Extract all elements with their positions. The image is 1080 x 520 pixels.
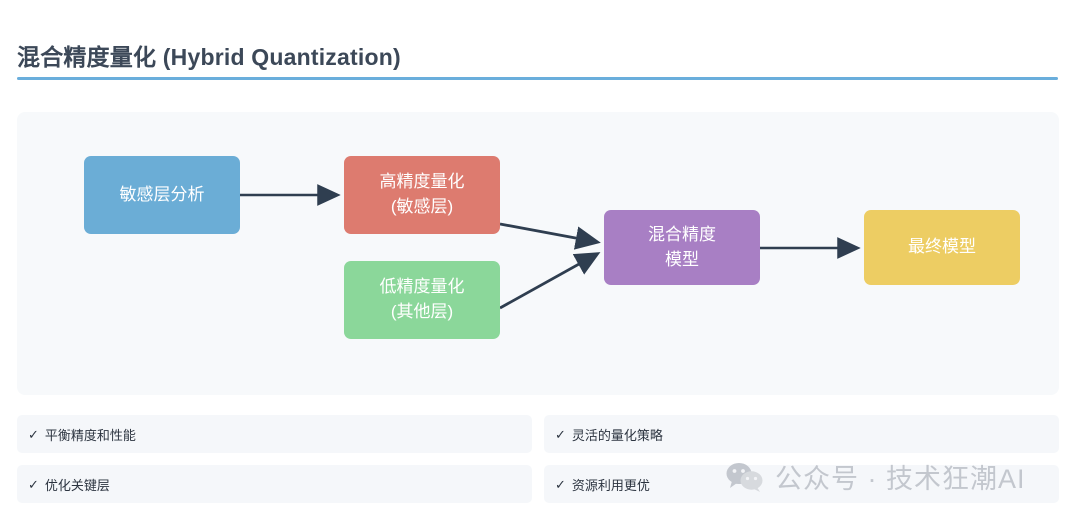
list-item-label: 优化关键层 <box>44 477 110 493</box>
node-high-precision-quantization[interactable]: 高精度量化 (敏感层) <box>344 156 500 234</box>
node-low-precision-quantization[interactable]: 低精度量化 (其他层) <box>344 261 500 339</box>
list-item[interactable]: ✓ 灵活的量化策略 <box>544 415 1059 453</box>
diagram-arrows <box>240 184 861 310</box>
check-icon: ✓ <box>28 426 39 442</box>
feature-list: ✓ 平衡精度和性能 ✓ 灵活的量化策略 ✓ 优化关键层 ✓ 资源利用更优 <box>17 415 1059 515</box>
arrow-low-to-hybrid <box>499 252 601 310</box>
diagram-panel: 敏感层分析 高精度量化 (敏感层) 低精度量化 (其他层) 混合精度 模型 最终… <box>17 112 1059 395</box>
list-item[interactable]: ✓ 平衡精度和性能 <box>17 415 532 453</box>
list-item-label: 灵活的量化策略 <box>571 427 663 443</box>
title-underline <box>17 77 1058 80</box>
check-icon: ✓ <box>555 426 566 442</box>
arrow-high-to-hybrid <box>499 222 601 250</box>
list-item-label: 平衡精度和性能 <box>44 427 136 443</box>
node-sensitive-layer-analysis[interactable]: 敏感层分析 <box>84 156 240 234</box>
list-item[interactable]: ✓ 资源利用更优 <box>544 465 1059 503</box>
check-icon: ✓ <box>555 476 566 492</box>
list-item[interactable]: ✓ 优化关键层 <box>17 465 532 503</box>
page-title: 混合精度量化 (Hybrid Quantization) <box>17 44 401 70</box>
node-final-model[interactable]: 最终模型 <box>864 210 1020 285</box>
list-item-label: 资源利用更优 <box>571 477 650 493</box>
feature-row: ✓ 平衡精度和性能 ✓ 灵活的量化策略 <box>17 415 1059 453</box>
feature-row: ✓ 优化关键层 ✓ 资源利用更优 <box>17 465 1059 503</box>
check-icon: ✓ <box>28 476 39 492</box>
node-hybrid-precision-model[interactable]: 混合精度 模型 <box>604 210 760 285</box>
